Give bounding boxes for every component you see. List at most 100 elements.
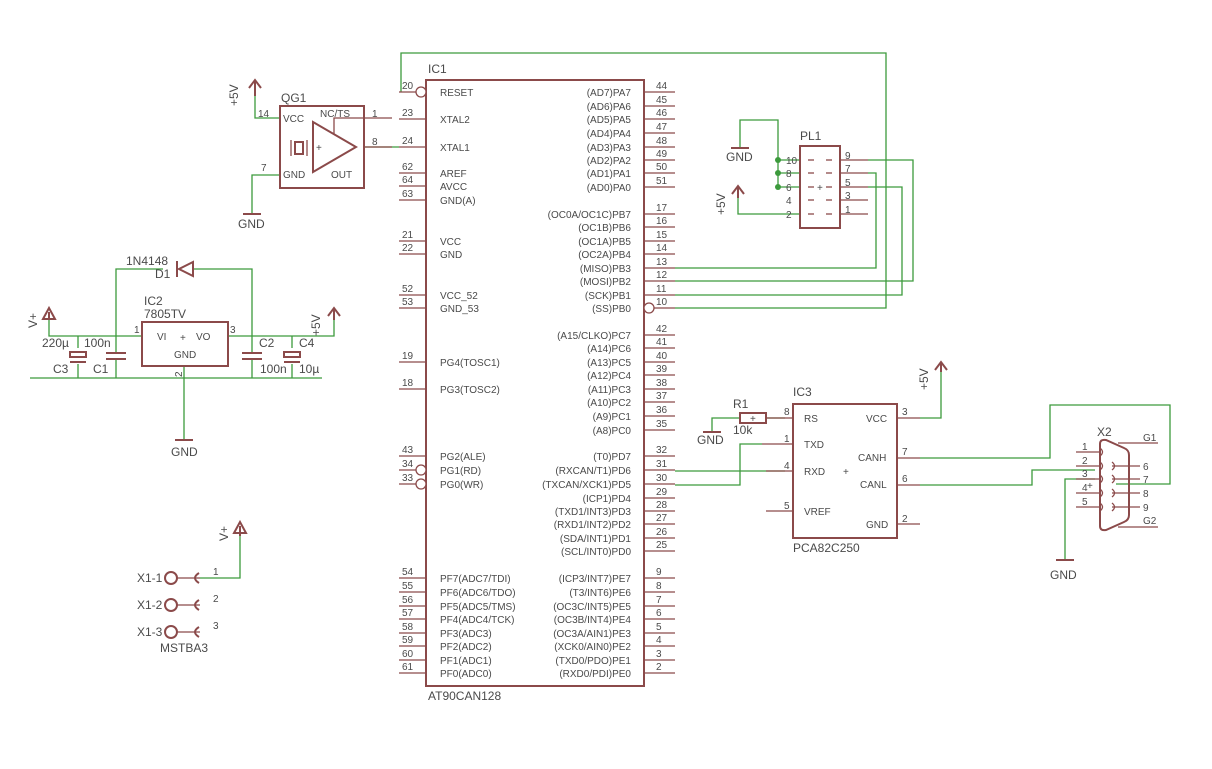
x2-pin-number: 9 [1143, 503, 1149, 514]
gnd-label: GND [1050, 568, 1077, 582]
x2-name: X2 [1097, 425, 1112, 439]
ic1-pin-name: (OC3B/INT4)PE4 [554, 615, 632, 626]
ic2-pin3: 3 [230, 325, 236, 336]
ic1-pin-number: 18 [402, 378, 414, 389]
d1-value: 1N4148 [126, 254, 168, 268]
ic1-pin-6: 6 (OC3B/INT4)PE4 [554, 608, 675, 626]
gnd-symbol: GND [726, 147, 753, 164]
ic1-pin-name: RESET [440, 88, 473, 99]
ic1-pin-name: PF0(ADC0) [440, 669, 492, 680]
ic1-pin-number: 26 [656, 527, 668, 538]
ic1-pin-name: (A15/CLKO)PC7 [557, 331, 631, 342]
ic1-pin-name: (ICP3/INT7)PE7 [559, 574, 632, 585]
ic1-pin-name: (A13)PC5 [587, 358, 631, 369]
ic1-pin-30: 30(TXCAN/XCK1)PD5 [542, 473, 675, 491]
ic1-pin-number: 48 [656, 136, 668, 147]
ic1-pin-12: 12(MOSI)PB2 [580, 270, 675, 288]
plus5v-label: +5V [309, 314, 323, 336]
ic3-name: IC3 [793, 385, 812, 399]
supply-symbols: +5V GND GND +5V V+ +5V GND [26, 78, 1077, 582]
cap-c3: 220µ C3 [42, 336, 87, 376]
x1-pin-number: 3 [213, 621, 219, 632]
ic1-pin-number: 8 [656, 581, 662, 592]
ic1-pin-number: 52 [402, 284, 414, 295]
ic1-pin-32: 32(T0)PD7 [593, 445, 675, 463]
qg1-name: QG1 [281, 91, 307, 105]
ic3-can-transceiver: IC3 PCA82C250 RS TXD RXD VREF VCC CANH C… [762, 385, 920, 555]
ic3-pin3: 3 [902, 407, 908, 418]
ic1-pin-3: 3 (TXD0/PDO)PE1 [555, 649, 675, 667]
pl1-pin-number: 2 [786, 210, 792, 221]
ic1-pin-name: PG0(WR) [440, 480, 483, 491]
x1-value: MSTBA3 [160, 641, 208, 655]
ic1-pin-name: (SDA/INT1)PD1 [560, 534, 632, 545]
pl1-plus: + [817, 183, 823, 194]
ic1-pin-name: PF3(ADC3) [440, 629, 492, 640]
ic1-pin-number: 3 [656, 649, 662, 660]
ic3-pin1: 1 [784, 434, 790, 445]
gnd-label: GND [726, 150, 753, 164]
ic3-canh-label: CANH [858, 453, 886, 464]
x1-terminal-label: X1-2 [137, 598, 163, 612]
ic1-pin-name: (AD7)PA7 [587, 88, 632, 99]
ic1-pin-name: (A14)PC6 [587, 344, 631, 355]
ic1-pin-number: 30 [656, 473, 668, 484]
c4-name: C4 [299, 336, 315, 350]
ic1-pin-number: 27 [656, 513, 668, 524]
ic1-pin-number: 11 [656, 284, 667, 295]
ic3-vref-label: VREF [804, 507, 831, 518]
ic1-pin-28: 28(TXD1/INT3)PD3 [555, 500, 675, 518]
ic1-pin-number: 6 [656, 608, 662, 619]
ic1-pin-37: 37(A10)PC2 [587, 391, 675, 409]
ic1-pin-name: PF5(ADC5/TMS) [440, 602, 516, 613]
gnd-label: GND [171, 445, 198, 459]
ic1-pin-number: 58 [402, 622, 414, 633]
ic1-pin-44: 44(AD7)PA7 [587, 81, 675, 99]
ic1-pin-name: (SCK)PB1 [585, 291, 632, 302]
ic2-name: IC2 [144, 294, 163, 308]
ic3-pin8: 8 [784, 407, 790, 418]
ic1-pin-name: (OC2A)PB4 [578, 250, 631, 261]
c4-value: 10µ [299, 362, 319, 376]
ic1-pin-number: 54 [402, 567, 414, 578]
ic1-pin-15: 15(OC1A)PB5 [578, 230, 675, 248]
x2-pin-2: 2 [1076, 456, 1104, 471]
x2-pin-7: 7 [1111, 474, 1149, 486]
ic1-pin-number: 13 [656, 257, 668, 268]
ic1-pin-name: GND [440, 250, 462, 261]
ic1-pin-7: 7(OC3C/INT5)PE5 [553, 595, 675, 613]
cap-c2: C2 100n [242, 336, 287, 376]
ic1-pin-name: (MISO)PB3 [580, 264, 632, 275]
ic1-pin-25: 25(SCL/INT0)PD0 [561, 540, 675, 558]
pl1-pin-number: 1 [845, 205, 851, 216]
ic1-pin-number: 24 [402, 136, 414, 147]
ic1-pin-name: (TXD0/PDO)PE1 [555, 656, 631, 667]
ic1-pin-number: 9 [656, 567, 662, 578]
ic1-pin-name: (A12)PC4 [587, 371, 631, 382]
ic1-pin-number: 36 [656, 405, 668, 416]
ic2-vo-label: VO [196, 332, 211, 343]
ic1-pin-name: (OC1A)PB5 [578, 237, 631, 248]
x2-pin-number: 3 [1082, 469, 1088, 480]
ic1-pin-42: 42(A15/CLKO)PC7 [557, 324, 675, 342]
ic1-pin-number: 21 [402, 230, 414, 241]
plus5v-symbol: +5V [917, 360, 948, 390]
ic1-right-pins: 44(AD7)PA745(AD6)PA646(AD5)PA547(AD4)PA4… [542, 81, 675, 680]
r1-value: 10k [733, 423, 753, 437]
ic1-pin-number: 19 [402, 351, 414, 362]
ic1-pin-number: 33 [402, 473, 414, 484]
x2-pin-number: 5 [1082, 497, 1088, 508]
plus5v-symbol: +5V [309, 306, 341, 336]
ic1-pin-name: (AD3)PA3 [587, 143, 632, 154]
ic1-pin-number: 12 [656, 270, 668, 281]
